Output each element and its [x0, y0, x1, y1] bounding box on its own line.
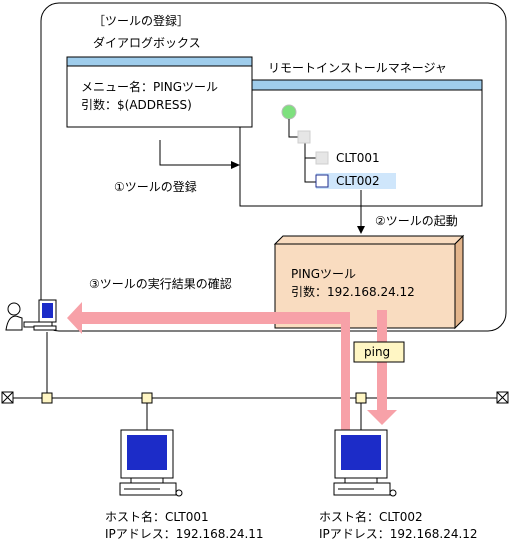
host1-ip: IPアドレス：192.168.24.11	[105, 527, 264, 541]
ping-label: ping	[364, 345, 391, 359]
ping-result-arrow	[67, 302, 350, 432]
tree-item-clt002[interactable]: CLT002	[336, 174, 380, 188]
network-node-user	[41, 392, 53, 404]
network-node-clt002	[355, 392, 367, 404]
ping-tool-box-side	[454, 234, 464, 330]
register-tool-arrow	[159, 140, 231, 166]
user-pc-icon	[5, 299, 57, 331]
step2-label: ②ツールの起動	[375, 214, 458, 228]
tree-item-clt001[interactable]: CLT001	[336, 151, 380, 165]
tool-dialog-argument: 引数：$(ADDRESS)	[81, 98, 192, 112]
step3-label: ③ツールの実行結果の確認	[89, 277, 232, 291]
computer-icon	[333, 429, 397, 497]
tree-item-clt002-highlight[interactable]	[316, 173, 396, 189]
tool-dialog-titlebar	[66, 56, 253, 67]
network-terminator-left-icon	[1, 391, 14, 404]
step1-label: ①ツールの登録	[114, 180, 197, 194]
ping-tool-box-top	[273, 235, 465, 245]
remote-install-manager-titlebar	[239, 79, 483, 91]
host2-ip: IPアドレス：192.168.24.12	[319, 527, 478, 541]
tree-item-clt002-icon	[315, 174, 329, 188]
ping-label-box	[353, 341, 405, 363]
computer-icon	[119, 429, 183, 497]
tree-group-node-icon	[297, 130, 311, 144]
tree-root-node-icon	[281, 104, 297, 120]
host2-name: ホスト名：CLT002	[319, 510, 423, 524]
ping-tool-name: PINGツール	[291, 267, 357, 281]
tree-item-clt001-icon	[315, 151, 329, 165]
remote-install-manager-title: リモートインストールマネージャ	[268, 61, 447, 75]
host1-name: ホスト名：CLT001	[105, 510, 209, 524]
network-node-clt001	[141, 392, 153, 404]
tree-lines	[288, 119, 316, 183]
tool-dialog-menu-name: メニュー名：PINGツール	[81, 80, 219, 94]
register-tool-arrowhead	[231, 161, 240, 169]
launch-tool-arrowhead	[357, 226, 365, 234]
tool-dialog-title-line1: ［ツールの登録］	[93, 14, 190, 28]
tool-dialog-title-line2: ダイアログボックス	[93, 36, 201, 50]
ping-request-arrow	[367, 310, 397, 425]
ping-tool-argument: 引数：192.168.24.12	[291, 285, 415, 299]
network-terminator-right-icon	[496, 391, 509, 404]
